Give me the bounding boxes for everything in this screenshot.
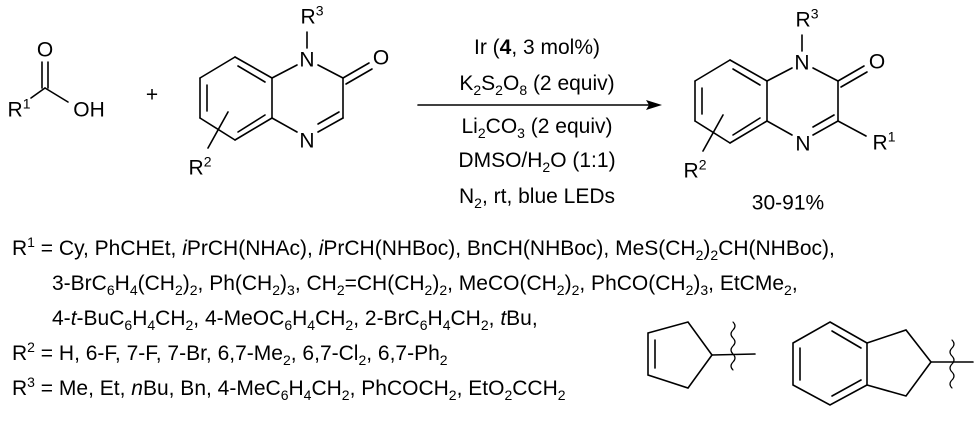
condition-oxidant: K2S2O8 (2 equiv) [459,72,615,98]
quinoxalinone-oxygen-label: O [372,46,390,70]
wavy-bond-icon [949,339,955,389]
condition-solvent: DMSO/H2O (1:1) [458,149,616,175]
quinoxalinone-r3-label: R3 [300,2,324,29]
r1-definition-line-3: 4-t-BuC6H4CH2, 4-MeOC6H4CH2, 2-BrC6H4CH2… [52,307,538,333]
condition-base: Li2CO3 (2 equiv) [461,115,613,141]
reaction-arrow [417,100,662,110]
product-r2-label: R2 [683,156,707,183]
product-yield: 30-91% [751,191,825,215]
product-structure [694,34,868,152]
product-r3-label: R3 [795,5,819,32]
acid-carbonyl-oxygen: O [36,38,54,62]
plus-sign: + [145,83,159,107]
condition-catalyst: Ir (4, 3 mol%) [473,36,601,59]
r2-definition: R2 = H, 6-F, 7-F, 7-Br, 6,7-Me2, 6,7-Cl2… [12,339,448,368]
wavy-bond-icon [730,321,736,371]
quinoxalinone-n4-label: N [299,129,315,153]
r3-definition: R3 = Me, Et, nBu, Bn, 4-MeC6H4CH2, PhCOC… [12,374,566,403]
product-n4-label: N [795,132,811,156]
acid-hydroxyl-label: OH [73,98,105,122]
product-r1-label: R1 [872,128,896,155]
quinoxalinone-n1-label: N [299,48,315,72]
quinoxalinone-structure [199,31,373,149]
product-oxygen-label: O [868,50,886,74]
carboxylic-acid-structure [30,61,69,103]
condition-atmosphere-light: N2, rt, blue LEDs [458,185,616,211]
r1-definition-line-1: R1 = Cy, PhCHEt, iPrCH(NHAc), iPrCH(NHBo… [12,234,835,263]
cyclopentenyl-structure [647,321,756,389]
quinoxalinone-r2-label: R2 [188,153,212,180]
r1-definition-line-2: 3-BrC6H4(CH2)2, Ph(CH2)3, CH2=CH(CH2)2, … [52,272,798,298]
product-n1-label: N [794,51,810,75]
indanyl-structure [792,321,974,406]
acid-r1-label: R1 [7,95,31,122]
arrow-head-icon [646,100,662,110]
